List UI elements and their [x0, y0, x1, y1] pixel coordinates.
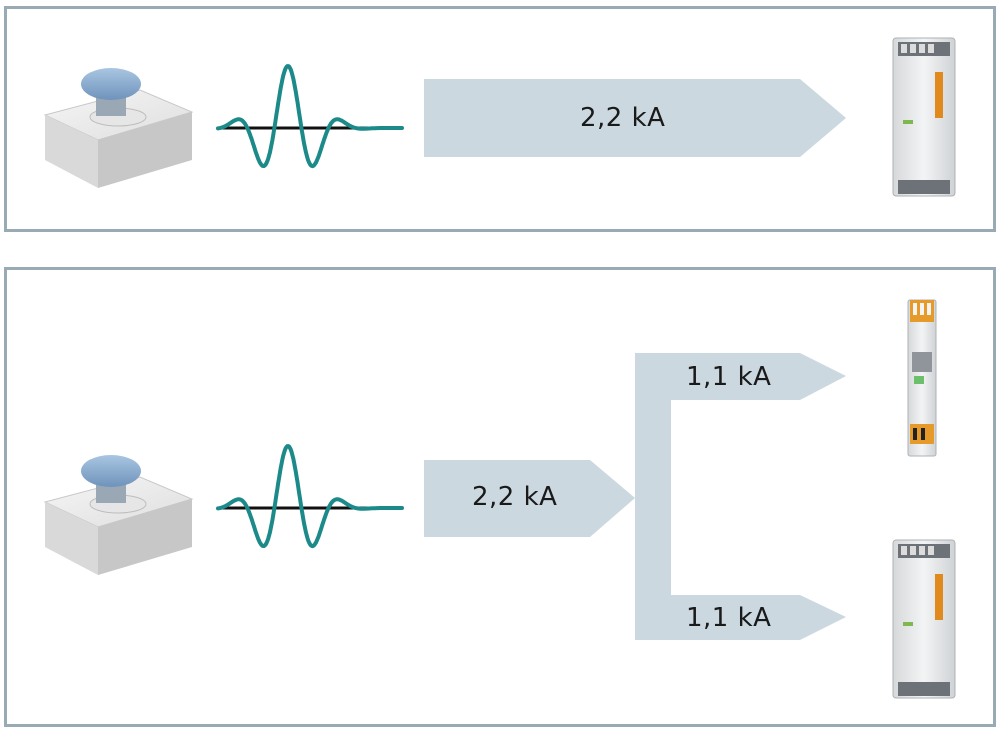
current-label-top: 2,2 kA: [580, 103, 666, 133]
power-supply-device-icon-2: [892, 539, 956, 699]
current-label-branch-lower: 1,1 kA: [686, 603, 772, 633]
surge-waveform-icon-2: [216, 444, 404, 549]
current-label-input: 2,2 kA: [472, 482, 558, 512]
input-current-arrow: [424, 460, 635, 537]
branch-split-arrows: [635, 353, 846, 640]
surge-waveform-icon: [216, 64, 404, 169]
surge-generator-icon-2: [43, 455, 194, 575]
surge-protection-device-icon: [907, 299, 937, 457]
current-flow-arrow: [424, 79, 846, 157]
current-label-branch-upper: 1,1 kA: [686, 362, 772, 392]
power-supply-device-icon: [892, 37, 956, 197]
surge-generator-icon: [43, 68, 194, 188]
